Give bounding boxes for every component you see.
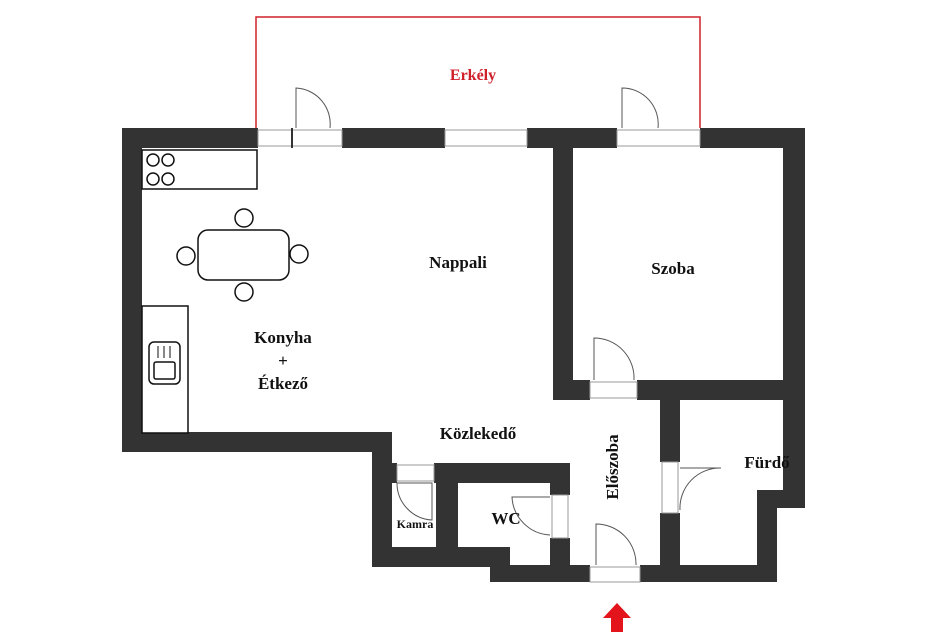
- room-label-toilet: WC: [491, 509, 520, 528]
- room-label-living: Nappali: [429, 253, 487, 272]
- walls: [122, 128, 805, 582]
- room-label-corridor: Közlekedő: [440, 424, 517, 443]
- windows-doors: [257, 87, 722, 583]
- room-label-hall: Előszoba: [603, 434, 622, 500]
- sink-icon: [141, 305, 189, 434]
- room-label-bathroom: Fürdő: [744, 453, 790, 472]
- entrance-arrow-icon: [603, 603, 631, 632]
- dining-table-icon: [176, 208, 309, 302]
- room-label-pantry: Kamra: [397, 517, 434, 531]
- room-label-bedroom: Szoba: [651, 259, 695, 278]
- room-label-kitchen-2: +: [278, 351, 288, 370]
- room-label-kitchen-1: Konyha: [254, 328, 312, 347]
- stove-icon: [141, 149, 258, 190]
- balcony-outline: [255, 16, 701, 128]
- room-label-balcony: Erkély: [450, 67, 496, 84]
- room-label-kitchen-3: Étkező: [258, 374, 309, 393]
